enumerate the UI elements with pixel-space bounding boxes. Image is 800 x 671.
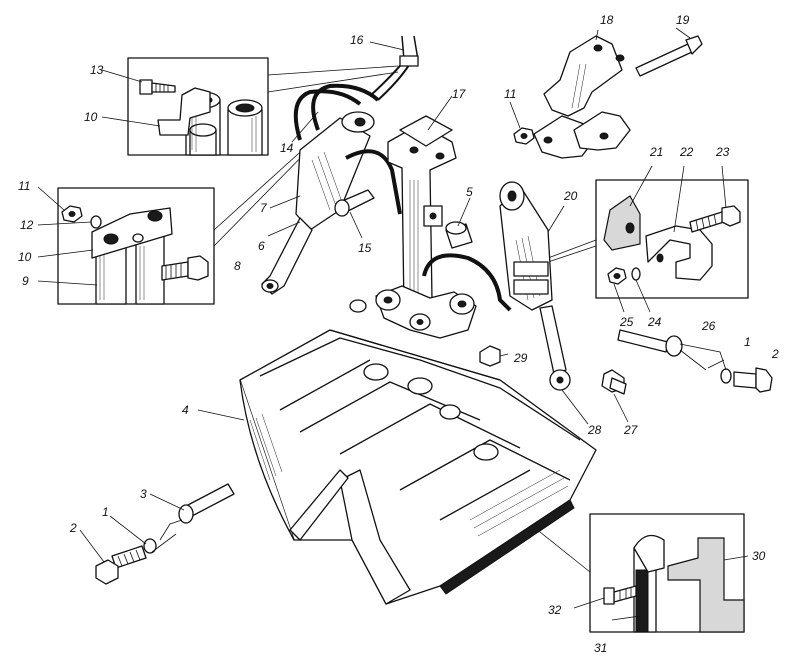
bushing-5 <box>445 221 473 249</box>
callout-2-left: 2 <box>69 521 77 535</box>
pipes-left-inset <box>95 235 165 305</box>
callout-2-right: 2 <box>771 347 779 361</box>
callout-16: 16 <box>350 33 364 47</box>
bolt-2-left <box>95 545 147 585</box>
pin-19 <box>635 35 703 77</box>
callout-21: 21 <box>649 145 663 159</box>
callout-5: 5 <box>466 185 473 199</box>
callout-9: 9 <box>22 274 29 288</box>
callout-8: 8 <box>234 259 241 273</box>
callout-25: 25 <box>619 315 634 329</box>
callout-14: 14 <box>280 141 294 155</box>
washer-24 <box>631 267 641 281</box>
callout-19: 19 <box>676 13 690 27</box>
bucket-4 <box>239 329 597 605</box>
rod-28 <box>539 305 571 391</box>
bolt-8 <box>161 255 209 281</box>
inset-top-left <box>101 57 399 156</box>
callout-3: 3 <box>140 487 147 501</box>
hose-right <box>422 253 512 312</box>
washer-1-right <box>720 368 732 384</box>
callout-11-left: 11 <box>18 179 30 193</box>
callout-30: 30 <box>752 549 766 563</box>
callout-10-left: 10 <box>18 250 32 264</box>
inset-bottom-right <box>499 499 749 633</box>
callout-6: 6 <box>258 239 265 253</box>
pin-26 <box>617 329 683 357</box>
callout-4: 4 <box>182 403 189 417</box>
callout-32: 32 <box>548 603 562 617</box>
callout-24: 24 <box>647 315 662 329</box>
leader-lines <box>79 27 691 563</box>
callout-26: 26 <box>701 319 716 333</box>
callout-15: 15 <box>358 241 372 255</box>
washer-12 <box>90 215 102 229</box>
bolt-23 <box>689 205 741 233</box>
callout-22: 22 <box>679 145 694 159</box>
callout-23: 23 <box>715 145 730 159</box>
callout-17: 17 <box>452 87 467 101</box>
callout-11-top: 11 <box>504 87 516 101</box>
callout-numbers: 16 13 10 17 14 18 19 11 11 12 10 9 8 7 6… <box>18 13 779 655</box>
pin-3 <box>178 483 235 524</box>
frame-17 <box>387 115 457 311</box>
screw-27 <box>601 369 627 395</box>
callout-10-top: 10 <box>84 110 98 124</box>
callout-1-right: 1 <box>744 335 751 349</box>
callout-27: 27 <box>623 423 639 437</box>
cylinder-6 <box>261 111 375 295</box>
clip-bracket <box>157 87 211 136</box>
nut-29 <box>479 345 501 367</box>
bracket-21 <box>603 195 641 251</box>
washer-1-left <box>143 538 157 554</box>
pivot-arms <box>349 285 477 339</box>
inset-left <box>37 135 319 305</box>
plate-30 <box>667 537 745 633</box>
hose-16 <box>399 35 419 67</box>
cylinder-20 <box>499 181 553 311</box>
screw-13 <box>139 79 176 95</box>
screw-32 <box>603 585 637 605</box>
callout-7: 7 <box>260 201 268 215</box>
pipe-group-top-inset <box>185 91 263 156</box>
hose-main <box>345 149 402 215</box>
inset-right <box>547 165 749 313</box>
pin-15 <box>334 189 375 217</box>
callout-12: 12 <box>20 218 34 232</box>
bolt-2-right <box>733 367 773 393</box>
callout-13: 13 <box>90 63 104 77</box>
callout-31: 31 <box>594 641 607 655</box>
callout-1-left: 1 <box>102 505 109 519</box>
callout-28: 28 <box>587 423 602 437</box>
link-18 <box>533 35 631 159</box>
callout-18: 18 <box>600 13 614 27</box>
clamp-22 <box>645 225 713 281</box>
callout-29: 29 <box>513 351 528 365</box>
callout-20: 20 <box>563 189 578 203</box>
